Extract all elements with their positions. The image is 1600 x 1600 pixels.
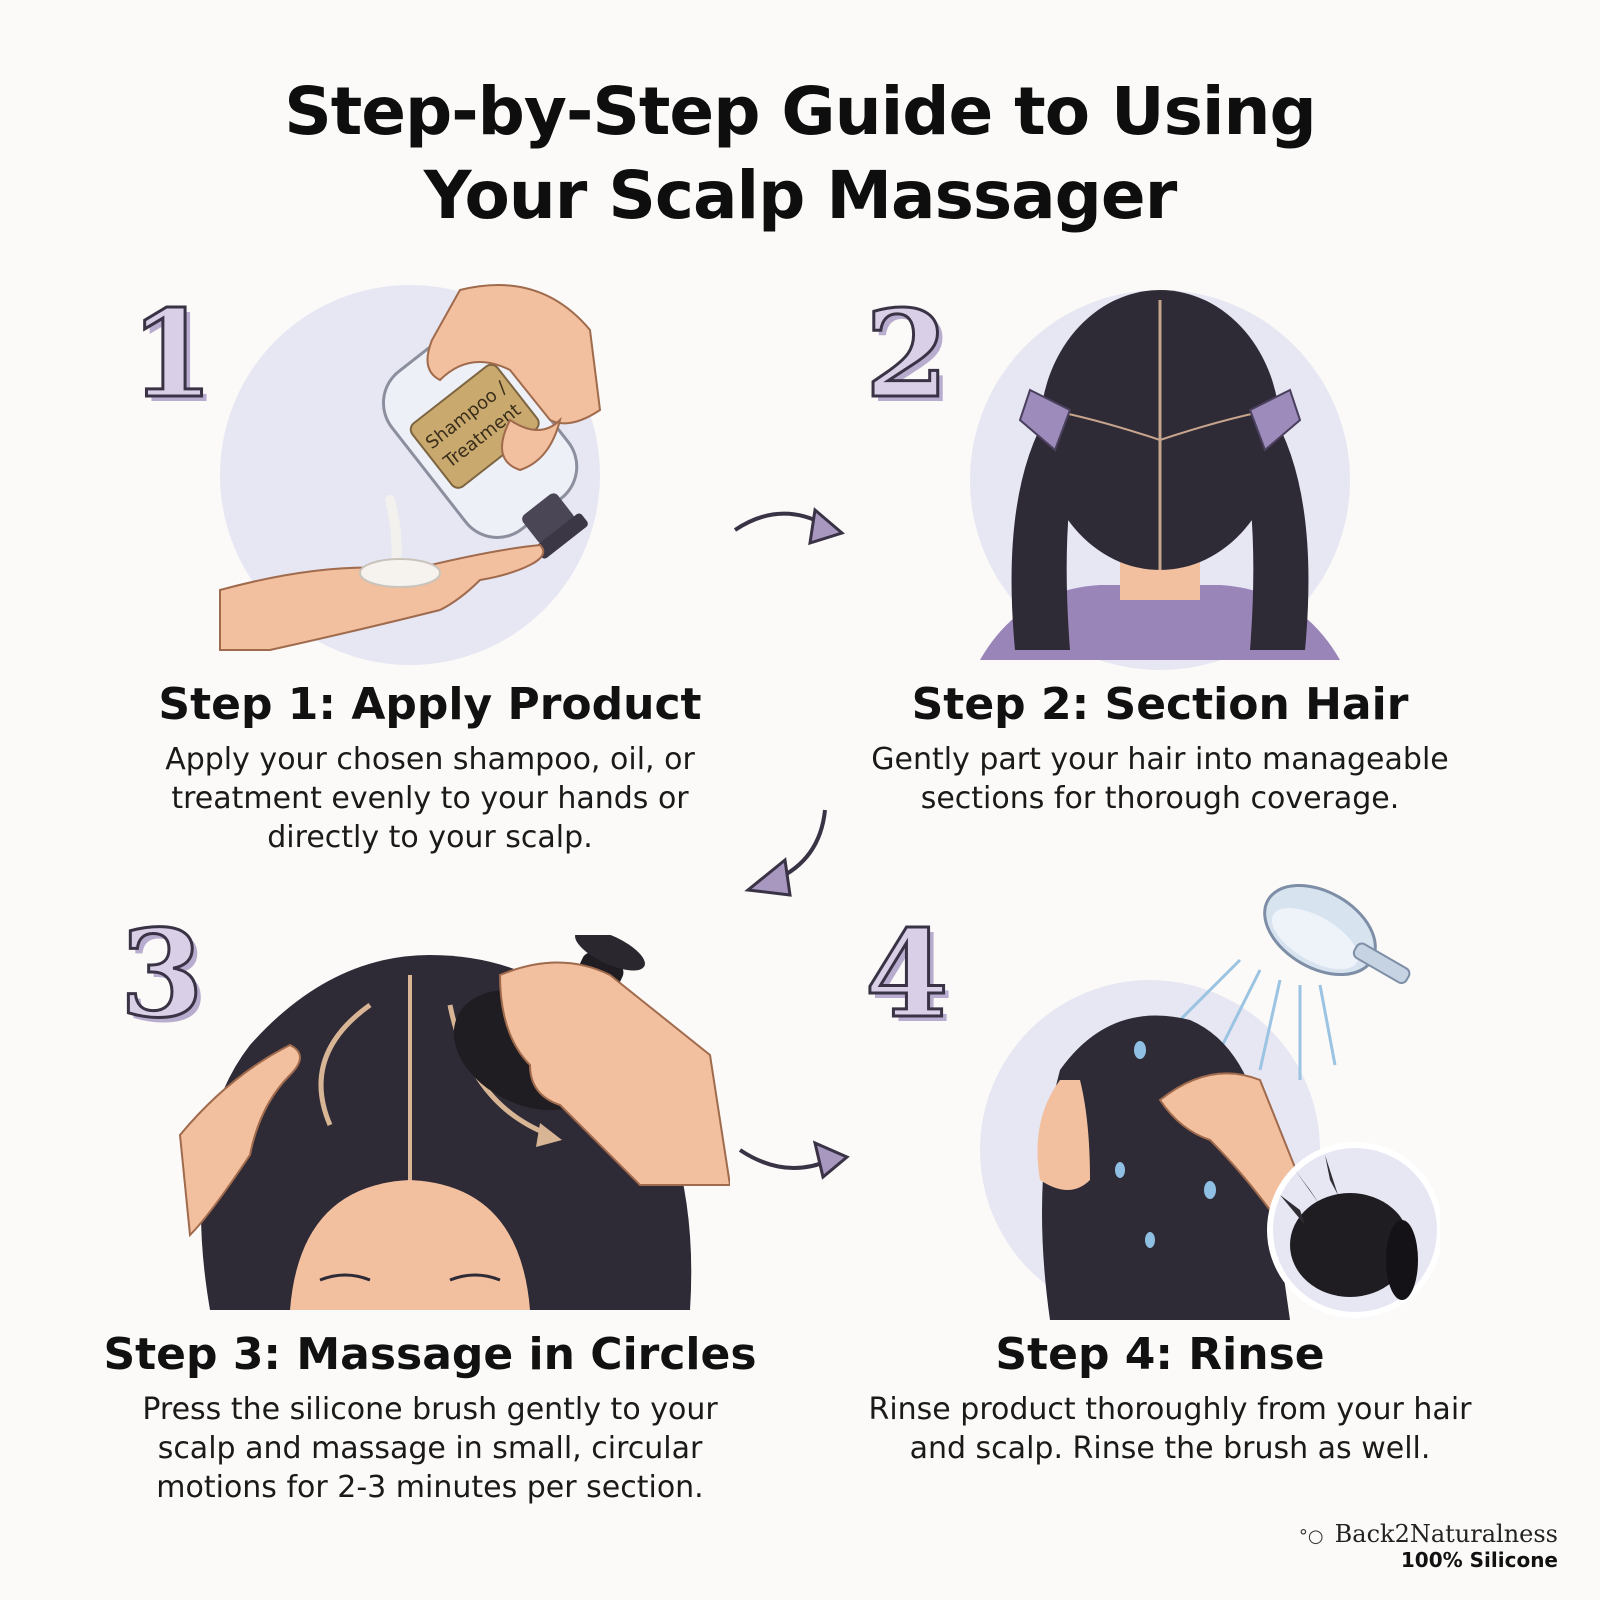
bubbles-icon: °○	[1298, 1526, 1324, 1547]
inset-brush-icon	[1290, 1193, 1410, 1297]
step-4-illustration	[980, 883, 1440, 1320]
left-hand-icon	[178, 1043, 301, 1238]
rinse-hand-icon	[1158, 1072, 1302, 1212]
step-2-number: 2	[864, 284, 950, 425]
brand-name: Back2Naturalness	[1334, 1520, 1558, 1548]
face-profile-icon	[1037, 1080, 1090, 1190]
step-3-description: Press the silicone brush gently to your …	[142, 1392, 718, 1505]
water-spray-icon	[1178, 958, 1337, 1080]
step-1-description: Apply your chosen shampoo, oil, or treat…	[165, 742, 695, 855]
brand-tagline: 100% Silicone	[1400, 1548, 1558, 1572]
right-ponytail-icon	[1240, 410, 1309, 650]
shirt-icon	[980, 585, 1340, 660]
shampoo-bottle-icon: Shampoo / Treatment	[381, 330, 588, 559]
arrow-down-left-icon	[744, 809, 827, 897]
title-line-2: Your Scalp Massager	[423, 157, 1178, 234]
step-3-title: Step 3: Massage in Circles	[103, 1329, 757, 1380]
arrow-right-icon-2	[738, 1140, 850, 1180]
step-1-illustration: Shampoo / Treatment	[219, 284, 602, 665]
brand-logo: °○ Back2Naturalness 100% Silicone	[1299, 1520, 1558, 1572]
step-4-number: 4	[864, 904, 950, 1045]
product-dollop-icon	[359, 558, 441, 588]
right-hair-clip-icon	[1248, 388, 1302, 452]
page-title: Step-by-Step Guide to Using Your Scalp M…	[0, 70, 1600, 238]
step-2-illustration	[970, 290, 1350, 670]
step-4-title: Step 4: Rinse	[995, 1329, 1325, 1380]
step-2-description: Gently part your hair into manageable se…	[871, 742, 1449, 816]
left-ponytail-icon	[1011, 410, 1080, 650]
circular-arrow-left-icon	[318, 1002, 372, 1126]
step-4-description: Rinse product thoroughly from your hair …	[868, 1392, 1472, 1466]
right-hand-icon	[498, 961, 730, 1186]
forehead-icon	[290, 1180, 530, 1310]
upper-hand-icon	[426, 284, 602, 425]
step-3-number: 3	[119, 904, 205, 1045]
closed-eyes-icon	[319, 1273, 501, 1282]
step-1-number: 1	[129, 284, 215, 425]
arrow-right-icon	[733, 507, 846, 546]
step-1-title: Step 1: Apply Product	[158, 679, 702, 730]
shower-head-icon	[1263, 883, 1411, 984]
title-line-1: Step-by-Step Guide to Using	[284, 73, 1317, 150]
left-hair-clip-icon	[1018, 388, 1072, 452]
step-2-title: Step 2: Section Hair	[911, 679, 1409, 730]
step-3-illustration	[178, 935, 730, 1310]
